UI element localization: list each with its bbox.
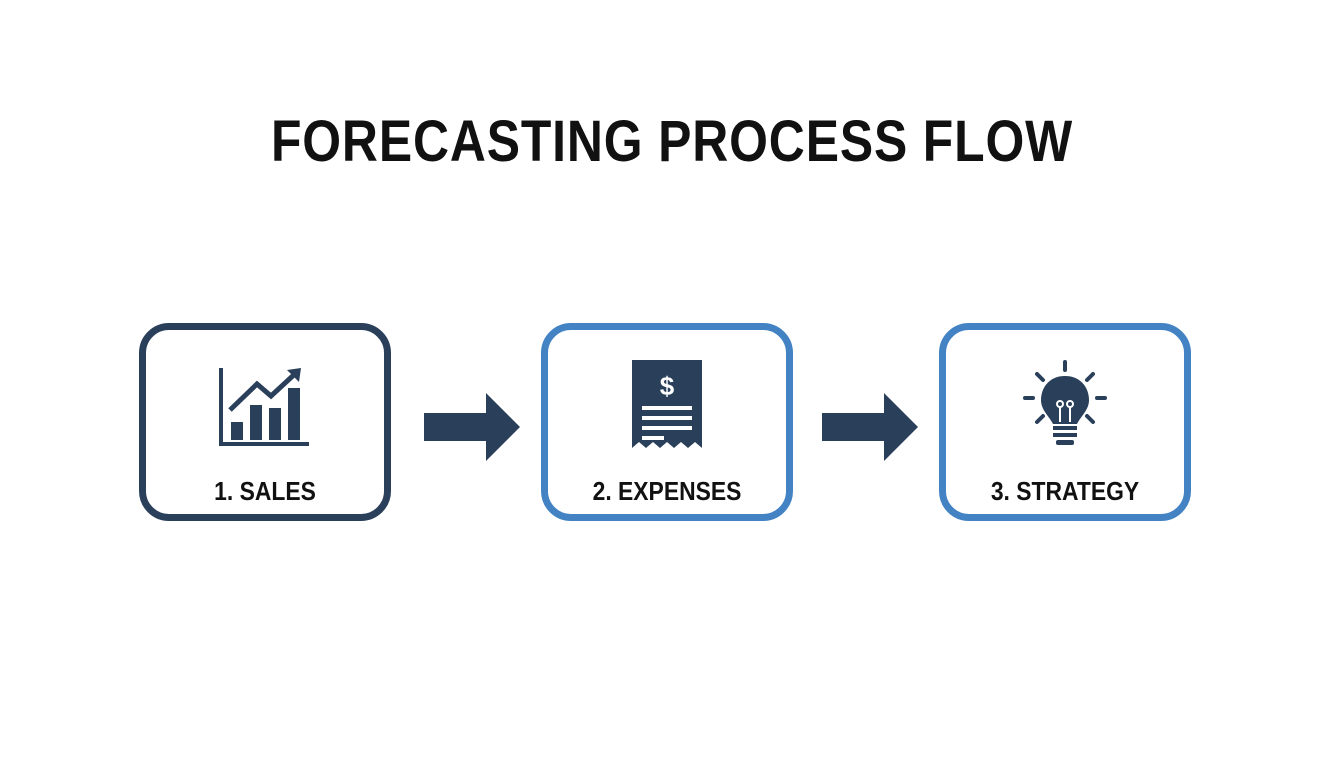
step-label: 3. STRATEGY (990, 476, 1140, 506)
step-label: 1. SALES (214, 476, 316, 506)
diagram-title: FORECASTING PROCESS FLOW (270, 109, 1074, 174)
step-expenses: $ 2. EXPENSES (541, 323, 793, 521)
arrow-right-icon (822, 393, 918, 461)
svg-text:$: $ (660, 371, 675, 401)
lightbulb-icon (1023, 360, 1107, 461)
step-sales: 1. SALES (139, 323, 391, 521)
bar-chart-trend-icon (217, 366, 313, 455)
step-strategy: 3. STRATEGY (939, 323, 1191, 521)
arrow-right-icon (424, 393, 520, 461)
receipt-dollar-icon: $ (632, 360, 702, 461)
step-label: 2. EXPENSES (592, 476, 742, 506)
